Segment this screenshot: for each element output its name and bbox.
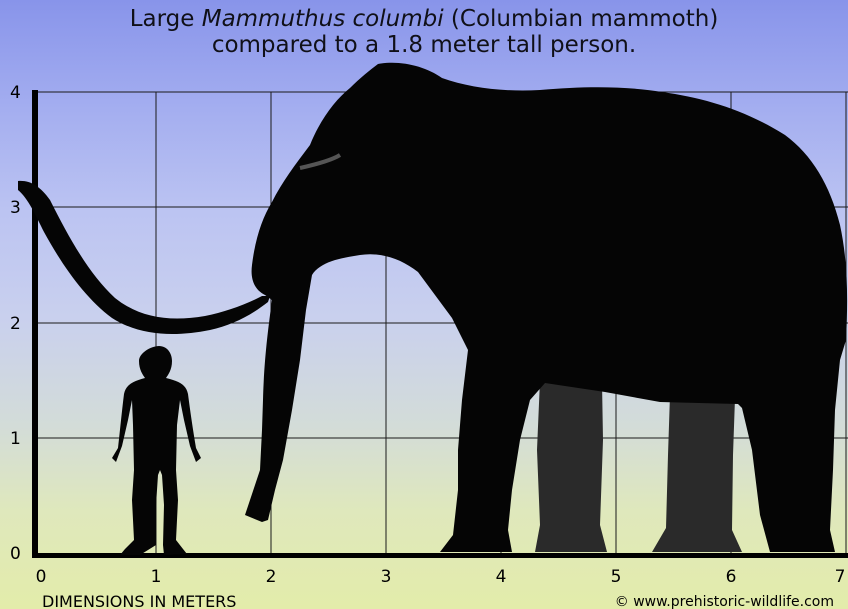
- y-tick-label-0: 0: [10, 544, 21, 564]
- mammoth-far-hind-leg: [652, 395, 742, 552]
- y-tick-label-3: 3: [10, 198, 21, 218]
- y-tick-label-1: 1: [10, 429, 21, 449]
- x-tick-label-2: 2: [266, 567, 277, 587]
- mammoth-far-front-leg: [535, 380, 607, 552]
- x-tick-label-3: 3: [381, 567, 392, 587]
- y-tick-labels: 0 1 2 3 4: [10, 83, 21, 564]
- x-tick-label-7: 7: [835, 567, 846, 587]
- y-tick-label-4: 4: [10, 83, 21, 103]
- axis-caption: DIMENSIONS IN METERS: [42, 592, 236, 609]
- x-tick-label-0: 0: [36, 567, 47, 587]
- x-tick-label-6: 6: [726, 567, 737, 587]
- x-axis-bar: [32, 553, 848, 558]
- y-axis-bar: [32, 90, 38, 558]
- x-tick-label-5: 5: [611, 567, 622, 587]
- y-tick-label-2: 2: [10, 314, 21, 334]
- x-tick-label-4: 4: [496, 567, 507, 587]
- credit-link[interactable]: © www.prehistoric-wildlife.com: [615, 594, 834, 609]
- x-tick-label-1: 1: [151, 567, 162, 587]
- x-tick-labels: 0 1 2 3 4 5 6 7: [36, 567, 846, 587]
- mammoth-tusk: [18, 181, 270, 334]
